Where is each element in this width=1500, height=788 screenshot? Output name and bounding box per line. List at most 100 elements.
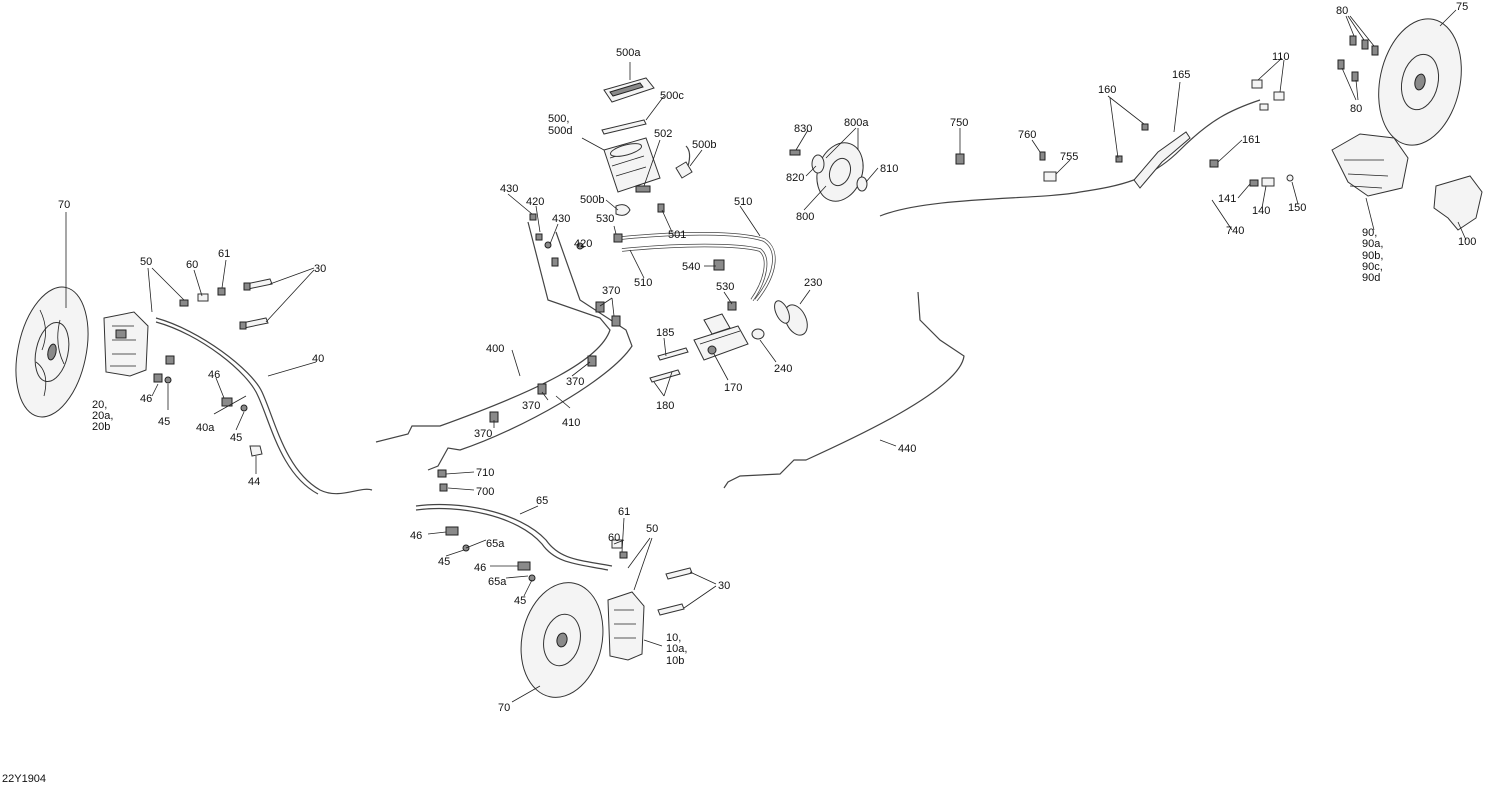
brake-hose-65 (415, 503, 613, 567)
callout-10b: 10b (666, 655, 684, 667)
switch-750 (955, 153, 965, 165)
left-brake-hose-40 (155, 317, 373, 495)
parking-brake-plate-800 (789, 142, 868, 202)
callout-510: 510 (634, 277, 652, 289)
fittings-420-430 (529, 213, 584, 267)
callout-70: 70 (58, 199, 70, 211)
callout-40a: 40a (196, 422, 215, 434)
fittings-140-141-150 (1249, 174, 1294, 187)
bottom-brake-caliper (607, 591, 645, 661)
line-clips-370 (489, 301, 621, 423)
callout-430: 430 (552, 213, 570, 225)
caliper-bracket-100 (1433, 175, 1483, 231)
reservoir-sensor-500b (615, 145, 693, 216)
callout-230: 230 (804, 277, 822, 289)
callout-60: 60 (186, 259, 198, 271)
callout-75: 75 (1456, 1, 1468, 13)
callout-65: 65 (536, 495, 548, 507)
brake-line-410 (427, 231, 633, 471)
callout-502: 502 (654, 128, 672, 140)
hose-clamp-530-top (613, 233, 623, 243)
callout-700: 700 (476, 486, 494, 498)
callout-440: 440 (898, 443, 916, 455)
callout-46: 46 (474, 562, 486, 574)
callout-370: 370 (474, 428, 492, 440)
bracket-755 (1043, 171, 1057, 182)
callout-501: 501 (668, 229, 686, 241)
reservoir-bracket-502 (635, 185, 651, 193)
callout-180: 180 (656, 400, 674, 412)
callout-46: 46 (140, 393, 152, 405)
left-fittings (153, 287, 263, 457)
callout-90a: 90a, (1362, 238, 1383, 250)
callout-30: 30 (718, 580, 730, 592)
callout-141: 141 (1218, 193, 1236, 205)
fittings-700-710 (437, 469, 448, 492)
callout-10: 10, (666, 632, 681, 644)
callout-160: 160 (1098, 84, 1116, 96)
nut-161 (1209, 159, 1219, 168)
callout-530: 530 (596, 213, 614, 225)
callout-820: 820 (786, 172, 804, 184)
diagram-code: 22Y1904 (2, 773, 46, 785)
bottom-brake-disc (520, 582, 604, 698)
callout-370: 370 (602, 285, 620, 297)
hose-clips-65a (445, 526, 536, 582)
callout-420: 420 (526, 196, 544, 208)
brake-line-440 (723, 291, 965, 489)
callout-90b: 90b, (1362, 250, 1383, 262)
callout-710: 710 (476, 467, 494, 479)
callout-500d: 500d (548, 125, 572, 137)
callout-540: 540 (682, 261, 700, 273)
mounting-bolts-180 (649, 347, 689, 383)
reservoir-500 (603, 137, 661, 193)
callout-80: 80 (1336, 5, 1348, 17)
callout-50: 50 (646, 523, 658, 535)
callout-755: 755 (1060, 151, 1078, 163)
callout-90c: 90c, (1362, 261, 1383, 273)
callout-800a: 800a (844, 117, 869, 129)
callout-140: 140 (1252, 205, 1270, 217)
callout-90d: 90d (1362, 272, 1380, 284)
callout-740: 740 (1226, 225, 1244, 237)
callout-61: 61 (618, 506, 630, 518)
clamp-530-lower (727, 301, 737, 311)
callout-161: 161 (1242, 134, 1260, 146)
bolt-501 (657, 203, 665, 213)
brake-line-400 (375, 221, 611, 443)
callout-510: 510 (734, 196, 752, 208)
callout-65a: 65a (488, 576, 507, 588)
callout-150: 150 (1288, 202, 1306, 214)
callout-30: 30 (314, 263, 326, 275)
callout-46: 46 (208, 369, 220, 381)
callout-61: 61 (218, 248, 230, 260)
parking-brake-cable-740 (879, 99, 1261, 217)
rear-brake-disc-75 (1378, 18, 1462, 146)
left-brake-caliper (103, 311, 149, 377)
lever-165 (1133, 131, 1191, 189)
callout-170: 170 (724, 382, 742, 394)
hose-clamp-540 (713, 259, 725, 271)
callout-500b: 500b (580, 194, 604, 206)
bolts-160 (1115, 123, 1149, 163)
callout-830: 830 (794, 123, 812, 135)
leader-lines (65, 9, 1467, 703)
left-caliper-bolts (239, 278, 273, 330)
screw-760 (1039, 151, 1046, 161)
callout-20b: 20b (92, 421, 110, 433)
bottom-caliper-bolts (657, 567, 693, 616)
callout-70: 70 (498, 702, 510, 714)
callout-50: 50 (140, 256, 152, 268)
callout-185: 185 (656, 327, 674, 339)
callout-410: 410 (562, 417, 580, 429)
callout-40: 40 (312, 353, 324, 365)
callout-810: 810 (880, 163, 898, 175)
callout-750: 750 (950, 117, 968, 129)
callout-60: 60 (608, 532, 620, 544)
callout-65a: 65a (486, 538, 505, 550)
callout-800: 800 (796, 211, 814, 223)
callout-370: 370 (522, 400, 540, 412)
callout-500b: 500b (692, 139, 716, 151)
callout-420: 420 (574, 238, 592, 250)
